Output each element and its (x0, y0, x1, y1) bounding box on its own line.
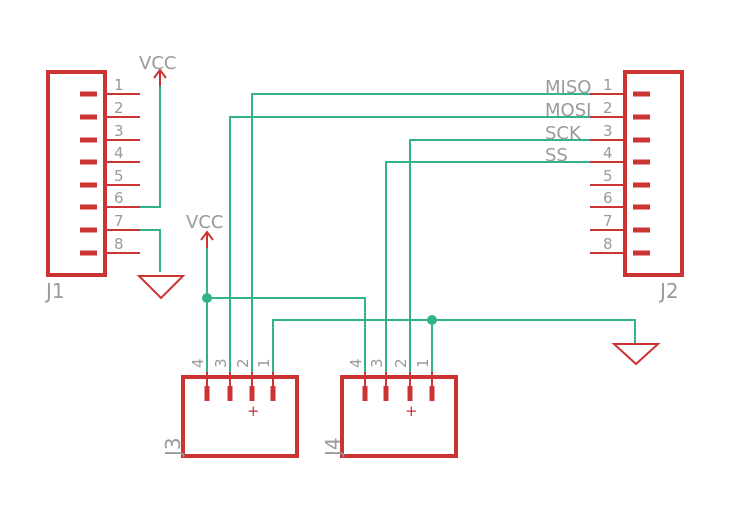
j3-pin-label: 4 (189, 358, 207, 368)
wire-mosi (229, 116, 598, 388)
j2-pin-label: 4 (603, 144, 613, 162)
j4-pin-label: 2 (392, 358, 410, 368)
vcc-symbol-mid (200, 230, 214, 248)
j4-plus-label: + (405, 402, 418, 420)
j1-body (46, 70, 107, 277)
j2-pin-label: 1 (603, 76, 613, 94)
wire-gnd-net (272, 319, 636, 388)
wire-miso (251, 93, 598, 388)
j2-pin-label: 6 (603, 189, 613, 207)
signal-label-mosi: MOSI (545, 100, 591, 121)
j4-pin-label: 3 (368, 358, 386, 368)
signal-label-ss: SS (545, 145, 568, 166)
junction-gnd (427, 315, 437, 325)
j2-pin-label: 2 (603, 99, 613, 117)
j3-pin-label: 3 (212, 358, 230, 368)
j1-pin-label: 7 (114, 212, 124, 230)
j1-pin-label: 1 (114, 76, 124, 94)
j4-ref-label: J4 (321, 437, 345, 458)
j3-ref-label: J3 (161, 437, 185, 458)
signal-label-sck: SCK (545, 123, 582, 144)
j4-pin-label: 1 (414, 358, 432, 368)
j1-pin-label: 6 (114, 189, 124, 207)
j4-pin-label: 4 (347, 358, 365, 368)
j4-pins (362, 372, 435, 401)
wire-sck (409, 139, 598, 388)
vcc-label-top: VCC (139, 53, 176, 74)
j3-connector: 4 3 2 1 + J3 (161, 358, 299, 458)
j3-pin-label: 2 (234, 358, 252, 368)
j2-pin-label: 7 (603, 212, 613, 230)
vcc-symbol-top (153, 68, 167, 86)
j2-pin-label: 3 (603, 122, 613, 140)
wire-vcc-net-j4 (207, 297, 366, 388)
j1-pins (80, 91, 140, 256)
j1-pin-label: 4 (114, 144, 124, 162)
wire-j1-pin6-vcc (140, 82, 161, 208)
j3-pin-label: 1 (255, 358, 273, 368)
j1-pin-label: 8 (114, 235, 124, 253)
j3-body (181, 375, 299, 458)
vcc-label-mid: VCC (186, 212, 223, 233)
wires (140, 82, 636, 388)
j4-body (340, 375, 458, 458)
j2-connector: 1 2 3 4 5 6 7 8 MISO MOSI SCK SS J2 (545, 70, 684, 303)
wire-ss (385, 161, 598, 388)
j2-ref-label: J2 (658, 279, 679, 303)
j1-connector: 1 2 3 4 5 6 7 8 J1 (44, 70, 140, 303)
j2-pin-label: 5 (603, 167, 613, 185)
j1-ref-label: J1 (44, 279, 65, 303)
j2-pin-label: 8 (603, 235, 613, 253)
j3-plus-label: + (247, 402, 260, 420)
j1-pin-label: 5 (114, 167, 124, 185)
wire-j1-pin7-gnd (140, 229, 161, 272)
j4-connector: 4 3 2 1 + J4 (321, 358, 458, 458)
j1-pin-label: 2 (114, 99, 124, 117)
gnd-symbol-j1 (136, 275, 186, 300)
j2-body (623, 70, 684, 277)
gnd-symbol-right (611, 343, 661, 366)
j1-pin-label: 3 (114, 122, 124, 140)
signal-label-miso: MISO (545, 77, 591, 98)
j2-pins (590, 91, 650, 256)
junction-vcc (202, 293, 212, 303)
j3-pins (204, 372, 276, 401)
